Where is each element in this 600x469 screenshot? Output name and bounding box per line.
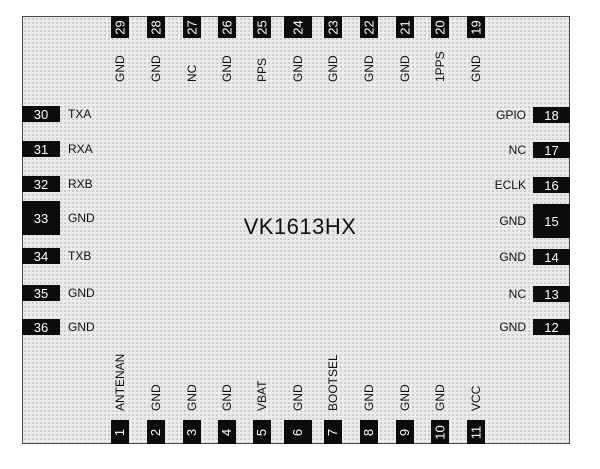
pin-pad-26: 26 — [218, 16, 236, 38]
pin-pad-15: 15 — [533, 204, 570, 238]
pin-label-26: GND — [220, 55, 234, 82]
pin-number: 21 — [397, 19, 413, 35]
pin-pad-24: 24 — [284, 16, 312, 38]
pin-number: 4 — [219, 428, 235, 436]
pin-label-17: NC — [508, 143, 526, 157]
pin-number: 29 — [112, 19, 128, 35]
pin-label-25: PPS — [255, 57, 269, 82]
pin-number: 2 — [148, 428, 164, 436]
pin-pad-14: 14 — [533, 249, 570, 265]
pin-label-31: RXA — [68, 142, 93, 156]
module-outline — [22, 16, 570, 444]
pin-pad-18: 18 — [533, 107, 570, 123]
pin-number: 5 — [254, 428, 270, 436]
pin-number: 11 — [468, 425, 484, 439]
pin-label-22: GND — [362, 55, 376, 82]
pin-pad-28: 28 — [147, 16, 165, 38]
pin-pad-30: 30 — [22, 106, 60, 122]
pin-label-35: GND — [68, 286, 95, 300]
pin-label-36: GND — [68, 320, 95, 334]
pin-number: 19 — [468, 19, 484, 35]
pin-pad-11: 11 — [467, 420, 485, 444]
pin-label-8: GND — [362, 384, 376, 411]
pin-number: 22 — [361, 19, 377, 35]
pin-number: 25 — [254, 19, 270, 35]
pin-label-5: VBAT — [255, 380, 269, 411]
pin-pad-21: 21 — [396, 16, 414, 38]
pin-pad-17: 17 — [533, 142, 570, 158]
pin-pad-2: 2 — [147, 420, 165, 444]
pin-pad-27: 27 — [183, 16, 201, 38]
pin-pad-13: 13 — [533, 286, 570, 302]
pin-number: 20 — [432, 19, 448, 35]
pin-label-33: GND — [68, 211, 95, 225]
pin-label-7: BOOTSEL — [326, 354, 340, 411]
pin-label-10: GND — [433, 384, 447, 411]
pin-pad-20: 20 — [431, 16, 449, 38]
pin-pad-7: 7 — [324, 420, 342, 444]
pin-pad-31: 31 — [22, 141, 60, 157]
pin-number: 23 — [325, 19, 341, 35]
pin-label-28: GND — [149, 55, 163, 82]
pin-pad-6: 6 — [284, 420, 312, 444]
pin-label-20: 1PPS — [433, 51, 447, 82]
pin-label-30: TXA — [68, 107, 92, 121]
pin-number: 3 — [184, 428, 200, 436]
pin-label-27: NC — [185, 64, 199, 82]
pin-number: 8 — [361, 428, 377, 436]
pin-number: 1 — [112, 428, 128, 436]
pin-pad-5: 5 — [253, 420, 271, 444]
pin-pad-33: 33 — [22, 201, 60, 235]
pin-number: 24 — [290, 19, 306, 35]
pin-label-2: GND — [149, 384, 163, 411]
pin-pad-22: 22 — [360, 16, 378, 38]
pin-label-24: GND — [291, 55, 305, 82]
pin-label-18: GPIO — [495, 108, 526, 122]
pin-pad-10: 10 — [431, 420, 449, 444]
pin-number: 26 — [219, 19, 235, 35]
pin-label-4: GND — [220, 384, 234, 411]
pin-label-21: GND — [398, 55, 412, 82]
pin-pad-19: 19 — [467, 16, 485, 38]
pin-number: 10 — [432, 424, 448, 440]
pin-pad-32: 32 — [22, 176, 60, 192]
pin-pad-8: 8 — [360, 420, 378, 444]
pin-pad-3: 3 — [183, 420, 201, 444]
pin-number: 9 — [397, 428, 413, 436]
pin-label-12: GND — [499, 320, 526, 334]
pin-label-14: GND — [499, 250, 526, 264]
pin-pad-9: 9 — [396, 420, 414, 444]
pin-label-9: GND — [398, 384, 412, 411]
pin-number: 28 — [148, 19, 164, 35]
chip-title: VK1613HX — [243, 214, 357, 239]
pin-pad-1: 1 — [111, 420, 129, 444]
pin-number: 27 — [184, 19, 200, 35]
pin-pad-36: 36 — [22, 319, 60, 335]
pin-pad-35: 35 — [22, 285, 60, 301]
pin-pad-34: 34 — [22, 248, 60, 264]
pin-pad-25: 25 — [253, 16, 271, 38]
pin-label-15: GND — [499, 214, 526, 228]
pin-label-19: GND — [469, 55, 483, 82]
pin-label-29: GND — [113, 55, 127, 82]
pin-label-16: ECLK — [494, 178, 526, 192]
pin-pad-23: 23 — [324, 16, 342, 38]
pin-label-6: GND — [291, 384, 305, 411]
pin-label-34: TXB — [68, 249, 92, 263]
pin-label-23: GND — [326, 55, 340, 82]
pin-label-32: RXB — [68, 177, 93, 191]
pin-pad-29: 29 — [111, 16, 129, 38]
pin-pad-12: 12 — [533, 319, 570, 335]
pin-label-13: NC — [508, 287, 526, 301]
pin-pad-4: 4 — [218, 420, 236, 444]
pin-label-1: ANTENAN — [113, 353, 127, 411]
pin-number: 7 — [325, 428, 341, 436]
pin-label-11: VCC — [469, 385, 483, 411]
pin-label-3: GND — [185, 384, 199, 411]
pin-pad-16: 16 — [533, 177, 570, 193]
pin-number: 6 — [290, 428, 306, 436]
